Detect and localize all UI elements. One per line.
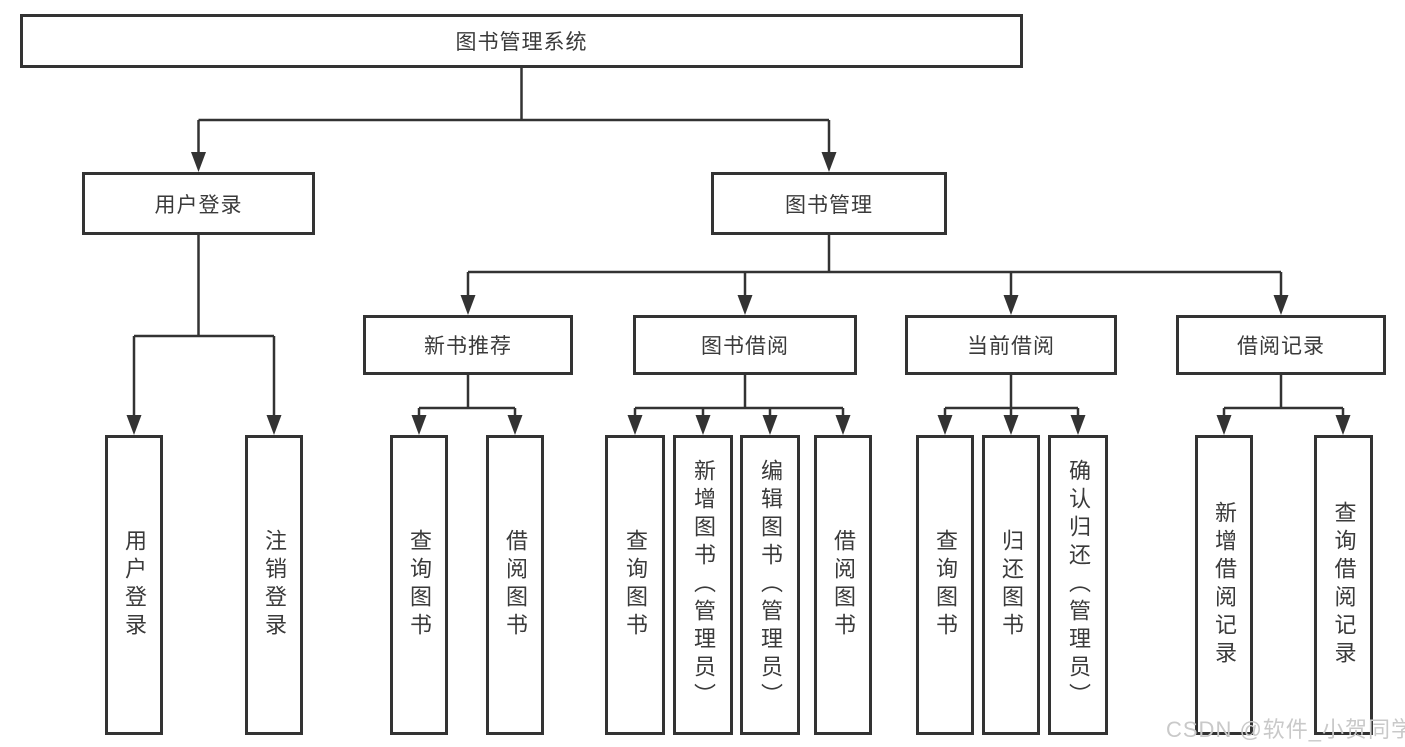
leaf-recommend-borrow-books: 借阅图书 (486, 435, 544, 735)
leaf-current-confirm-return-admin: 确认归还（管理员） (1048, 435, 1108, 735)
node-label: 确认归还（管理员） (1066, 459, 1091, 711)
node-book-management-branch: 图书管理 (711, 172, 947, 235)
leaf-records-add-record: 新增借阅记录 (1195, 435, 1253, 735)
elbow-lines (132, 68, 1345, 421)
node-label: 新增图书（管理员） (691, 459, 716, 711)
node-label: 查询图书 (933, 529, 958, 641)
node-label: 借阅记录 (1237, 335, 1325, 358)
leaf-records-query-record: 查询借阅记录 (1314, 435, 1373, 735)
leaf-recommend-query-books: 查询图书 (390, 435, 448, 735)
leaf-borrow-query-books: 查询图书 (605, 435, 665, 735)
node-label: 编辑图书（管理员） (758, 459, 783, 711)
node-label: 查询图书 (623, 529, 648, 641)
leaf-borrow-edit-books-admin: 编辑图书（管理员） (740, 435, 800, 735)
leaf-current-return-books: 归还图书 (982, 435, 1040, 735)
node-user-login-branch: 用户登录 (82, 172, 315, 235)
node-label: 归还图书 (999, 529, 1024, 641)
node-current-borrowing: 当前借阅 (905, 315, 1117, 375)
node-label: 当前借阅 (967, 335, 1055, 358)
node-book-borrowing: 图书借阅 (633, 315, 857, 375)
node-label: 新增借阅记录 (1212, 501, 1237, 669)
leaf-borrow-add-books-admin: 新增图书（管理员） (673, 435, 733, 735)
node-book-management-system: 图书管理系统 (20, 14, 1023, 68)
node-borrowing-records: 借阅记录 (1176, 315, 1386, 375)
node-label: 用户登录 (154, 193, 243, 217)
node-label: 图书管理 (785, 193, 873, 217)
node-label: 借阅图书 (503, 529, 528, 641)
node-label: 新书推荐 (424, 335, 512, 358)
leaf-logout: 注销登录 (245, 435, 303, 735)
leaf-current-query-books: 查询图书 (916, 435, 974, 735)
leaf-borrow-borrow-books: 借阅图书 (814, 435, 872, 735)
node-label: 查询借阅记录 (1331, 501, 1357, 669)
leaf-user-login: 用户登录 (105, 435, 163, 735)
node-label: 图书管理系统 (455, 31, 588, 54)
node-label: 查询图书 (407, 529, 432, 641)
node-label: 图书借阅 (701, 335, 789, 358)
node-label: 用户登录 (122, 529, 147, 641)
node-new-book-recommendation: 新书推荐 (363, 315, 573, 375)
node-label: 注销登录 (262, 529, 287, 641)
node-label: 借阅图书 (831, 529, 856, 641)
watermark: CSDN @软件_小贺同学 (1166, 717, 1405, 742)
